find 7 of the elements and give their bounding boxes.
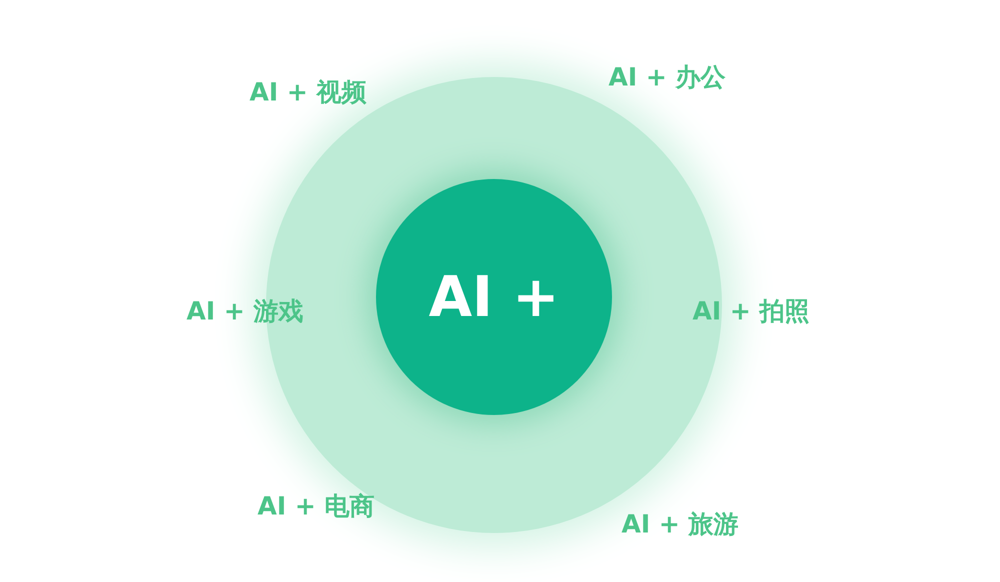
category-label: AI + 拍照 <box>692 296 810 328</box>
category-label: AI + 电商 <box>258 490 374 522</box>
category-label: AI + 办公 <box>608 62 726 94</box>
category-label: AI + 视频 <box>250 76 366 108</box>
category-label: AI + 旅游 <box>622 508 738 540</box>
center-label: AI + <box>428 264 560 330</box>
category-label: AI + 游戏 <box>186 296 304 328</box>
